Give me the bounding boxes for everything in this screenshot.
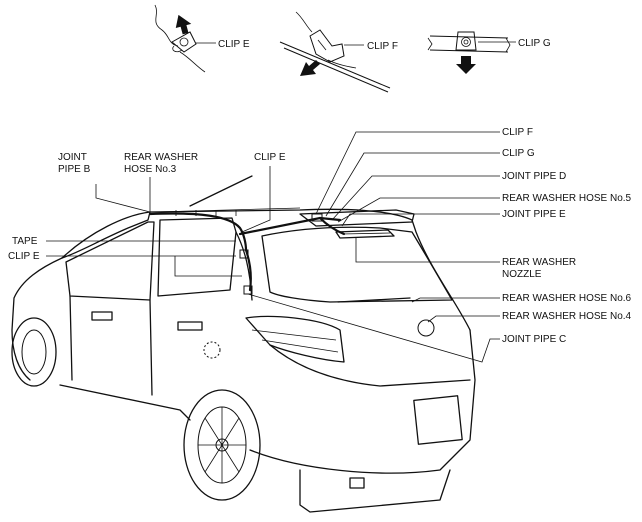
label-clip-g: CLIP G xyxy=(502,148,535,159)
car-rear-wiper-arm xyxy=(337,297,411,303)
label-washer-nozzle-line2: NOZZLE xyxy=(502,269,542,280)
label-tape: TAPE xyxy=(12,236,38,247)
washer-hose-route xyxy=(148,212,346,295)
label-hose-no4: REAR WASHER HOSE No.4 xyxy=(502,311,632,322)
car-roofline xyxy=(61,208,471,331)
car-rear-lower xyxy=(299,469,451,513)
leader-clip-g xyxy=(325,152,500,217)
label-hose-no3-line2: HOSE No.3 xyxy=(124,164,177,175)
label-joint-pipe-e: JOINT PIPE E xyxy=(502,209,566,220)
car-rear-bumper xyxy=(249,329,476,474)
inset-clip-f-arrow-icon xyxy=(300,60,320,76)
inset-clip-g-break-left xyxy=(427,37,433,51)
hose-no3-route xyxy=(148,212,248,252)
car-license-plate xyxy=(413,395,463,445)
inset-clip-g-ring-outer xyxy=(461,37,471,47)
leader-clip-f xyxy=(315,131,500,215)
inset-clip-f-hose-lower xyxy=(327,59,357,69)
car-illustration xyxy=(11,175,476,513)
inset-clip-g-label: CLIP G xyxy=(518,38,551,49)
inset-clip-e-ring xyxy=(179,37,189,47)
car-antenna xyxy=(189,175,253,207)
car-c-pillar xyxy=(235,231,253,301)
leader-hose-no4 xyxy=(427,315,500,323)
car-rocker xyxy=(59,384,191,421)
car-spoiler xyxy=(299,209,415,227)
car-tailgate-edge xyxy=(269,344,471,387)
leader-washer-nozzle xyxy=(355,238,500,263)
labels: JOINT PIPE B REAR WASHER HOSE No.3 CLIP … xyxy=(8,127,632,345)
car-washer-nozzle-housing xyxy=(335,229,395,239)
tape-marker xyxy=(239,249,249,259)
label-clip-f: CLIP F xyxy=(502,127,533,138)
inset-clip-e-body xyxy=(171,31,197,53)
car-washer-nozzle-slot xyxy=(341,232,391,235)
inset-clip-e-arrow-icon xyxy=(175,14,192,35)
hose-no4-route xyxy=(238,216,342,236)
label-joint-pipe-b-line1: JOINT xyxy=(58,152,87,163)
car-rear-wheel xyxy=(183,389,261,501)
inset-clip-e-hook xyxy=(172,45,183,53)
car-rear-wiper-pivot xyxy=(417,319,435,337)
inset-clip-f-hose-upper xyxy=(295,11,313,33)
car-fuel-lid xyxy=(203,341,221,359)
leader-joint-pipe-e xyxy=(341,213,500,227)
inset-clip-e: CLIP E xyxy=(154,4,250,73)
inset-clip-f: CLIP F xyxy=(279,11,398,93)
leader-hose-no6 xyxy=(411,297,500,303)
car-front-door-handle xyxy=(91,311,113,321)
inset-clip-f-slot xyxy=(317,39,327,51)
car-rear-wheel-spokes xyxy=(198,407,246,483)
leader-joint-pipe-c xyxy=(247,293,500,363)
label-hose-no5: REAR WASHER HOSE No.5 xyxy=(502,193,632,204)
inset-clip-g-body xyxy=(455,31,477,51)
car-front-window xyxy=(65,221,155,301)
leader-joint-pipe-b xyxy=(95,184,151,213)
label-hose-no3-line1: REAR WASHER xyxy=(124,152,198,163)
leader-joint-pipe-d xyxy=(331,175,500,221)
label-hose-no6: REAR WASHER HOSE No.6 xyxy=(502,293,632,304)
leader-clip-e-top xyxy=(241,166,271,233)
label-clip-e-left: CLIP E xyxy=(8,251,40,262)
inset-clip-f-panel-top xyxy=(279,41,391,89)
inset-clip-f-panel-bottom xyxy=(283,47,389,93)
car-front-wheel xyxy=(11,317,57,387)
car-rear-window xyxy=(157,217,237,297)
leader-lines xyxy=(46,131,500,363)
car-exhaust xyxy=(349,477,365,489)
inset-clip-g-ring-inner xyxy=(463,39,469,45)
inset-clip-g-panel-top xyxy=(429,35,509,39)
car-front-wheel-rim xyxy=(21,329,47,375)
inset-clip-g-panel-bottom xyxy=(429,49,509,53)
inset-clip-e-label: CLIP E xyxy=(218,39,250,50)
car-tail-lamp xyxy=(245,315,345,363)
car-rear-glass xyxy=(261,226,453,303)
car-front-fender xyxy=(11,257,63,381)
inset-clip-e-hose-lower xyxy=(179,51,206,73)
label-washer-nozzle-line1: REAR WASHER xyxy=(502,257,576,268)
label-joint-pipe-c: JOINT PIPE C xyxy=(502,334,566,345)
inset-clip-g-break-right xyxy=(505,37,511,53)
car-rear-door-handle xyxy=(177,321,203,331)
inset-clip-f-label: CLIP F xyxy=(367,41,398,52)
car-door-split xyxy=(149,299,153,396)
inset-clip-g-arrow-icon xyxy=(456,56,476,74)
inset-clip-f-body xyxy=(309,29,345,63)
car-front-door-edge xyxy=(69,295,73,381)
label-joint-pipe-d: JOINT PIPE D xyxy=(502,171,566,182)
leader-clip-e-left-branch xyxy=(174,256,242,277)
car-tail-lamp-detail xyxy=(251,329,339,353)
label-clip-e-top: CLIP E xyxy=(254,152,286,163)
inset-clip-g: CLIP G xyxy=(427,31,551,74)
car-roof-rail xyxy=(155,207,301,213)
car-front-pillar xyxy=(61,211,151,259)
label-joint-pipe-b-line2: PIPE B xyxy=(58,164,91,175)
clip-f-marker xyxy=(311,213,323,222)
inset-clip-e-hose-upper xyxy=(154,4,179,47)
